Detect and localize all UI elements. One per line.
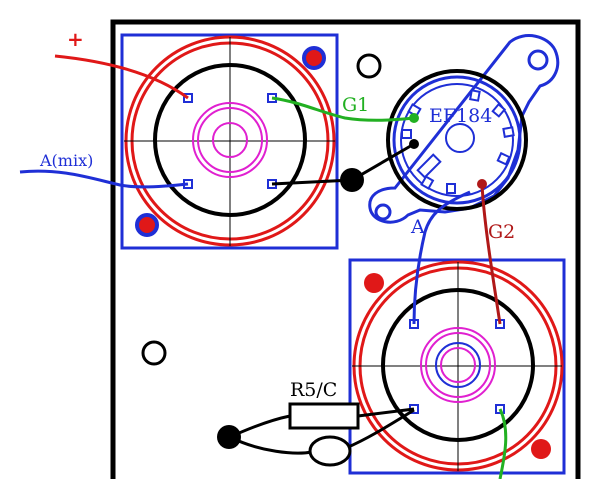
capacitor-body [308, 435, 352, 467]
label-r5c: R5/C [290, 379, 337, 401]
wire-a-mix [19, 169, 189, 189]
mount-hole [302, 46, 326, 70]
label-g2: G2 [488, 221, 515, 243]
r5c-component [217, 402, 415, 467]
socket-pin [491, 102, 507, 118]
wire-g1 [271, 96, 415, 122]
mount-hole [531, 439, 551, 459]
socket-body [392, 75, 522, 205]
label-g1: G1 [342, 94, 369, 116]
label-a: A [410, 216, 425, 238]
resistor-body [288, 402, 360, 430]
transformer-upper-left [120, 33, 339, 250]
transformer-center-hole-inner [440, 347, 476, 383]
socket-ear-hole [527, 49, 549, 71]
transformer-core [153, 63, 307, 217]
socket-body-outer [386, 69, 528, 211]
transformer-center-ring-inner [425, 332, 491, 398]
transformer-lower-right [348, 258, 566, 475]
transformer-frame [120, 33, 339, 250]
board-hole [356, 53, 382, 79]
wire-a [412, 190, 471, 325]
mount-hole [364, 273, 384, 293]
socket-pin [496, 151, 511, 166]
tube-socket [368, 34, 560, 224]
socket-body-inner [400, 83, 514, 197]
transformer-center-ring [192, 102, 268, 178]
transformer-core [381, 288, 535, 442]
capacitor-lead [345, 408, 415, 450]
r5-lead [357, 407, 415, 418]
socket-key-slot [416, 153, 442, 179]
wire-plus [54, 54, 189, 100]
wire-junction [409, 139, 419, 149]
wire-g2-junction [477, 179, 487, 189]
socket-pin [502, 126, 515, 138]
solder-point [340, 168, 364, 192]
socket-pin [446, 183, 456, 194]
wire-g1-junction [409, 113, 419, 123]
socket-pin [469, 89, 481, 102]
label-plus: + [67, 27, 84, 51]
mount-hole [135, 213, 159, 237]
socket-pin [420, 175, 435, 190]
label-tube: EF184 [429, 105, 492, 127]
wire-g2 [480, 183, 502, 325]
label-a-mix: A(mix) [39, 151, 93, 170]
transformer-center-ring [420, 327, 496, 403]
socket-center-hole [445, 123, 475, 153]
transformer-center-hole [435, 342, 481, 388]
transformer-frame [348, 258, 566, 475]
board-hole [141, 340, 167, 366]
transformer-center-ring-inner [197, 107, 263, 173]
wire-green-lower [498, 408, 508, 479]
socket-pin [401, 129, 412, 139]
transformer-center-hole [212, 122, 248, 158]
capacitor-lead [229, 435, 313, 455]
board-outline [110, 19, 581, 479]
solder-point [217, 425, 241, 449]
socket-ear-hole [374, 203, 392, 221]
socket-pins [401, 89, 515, 194]
